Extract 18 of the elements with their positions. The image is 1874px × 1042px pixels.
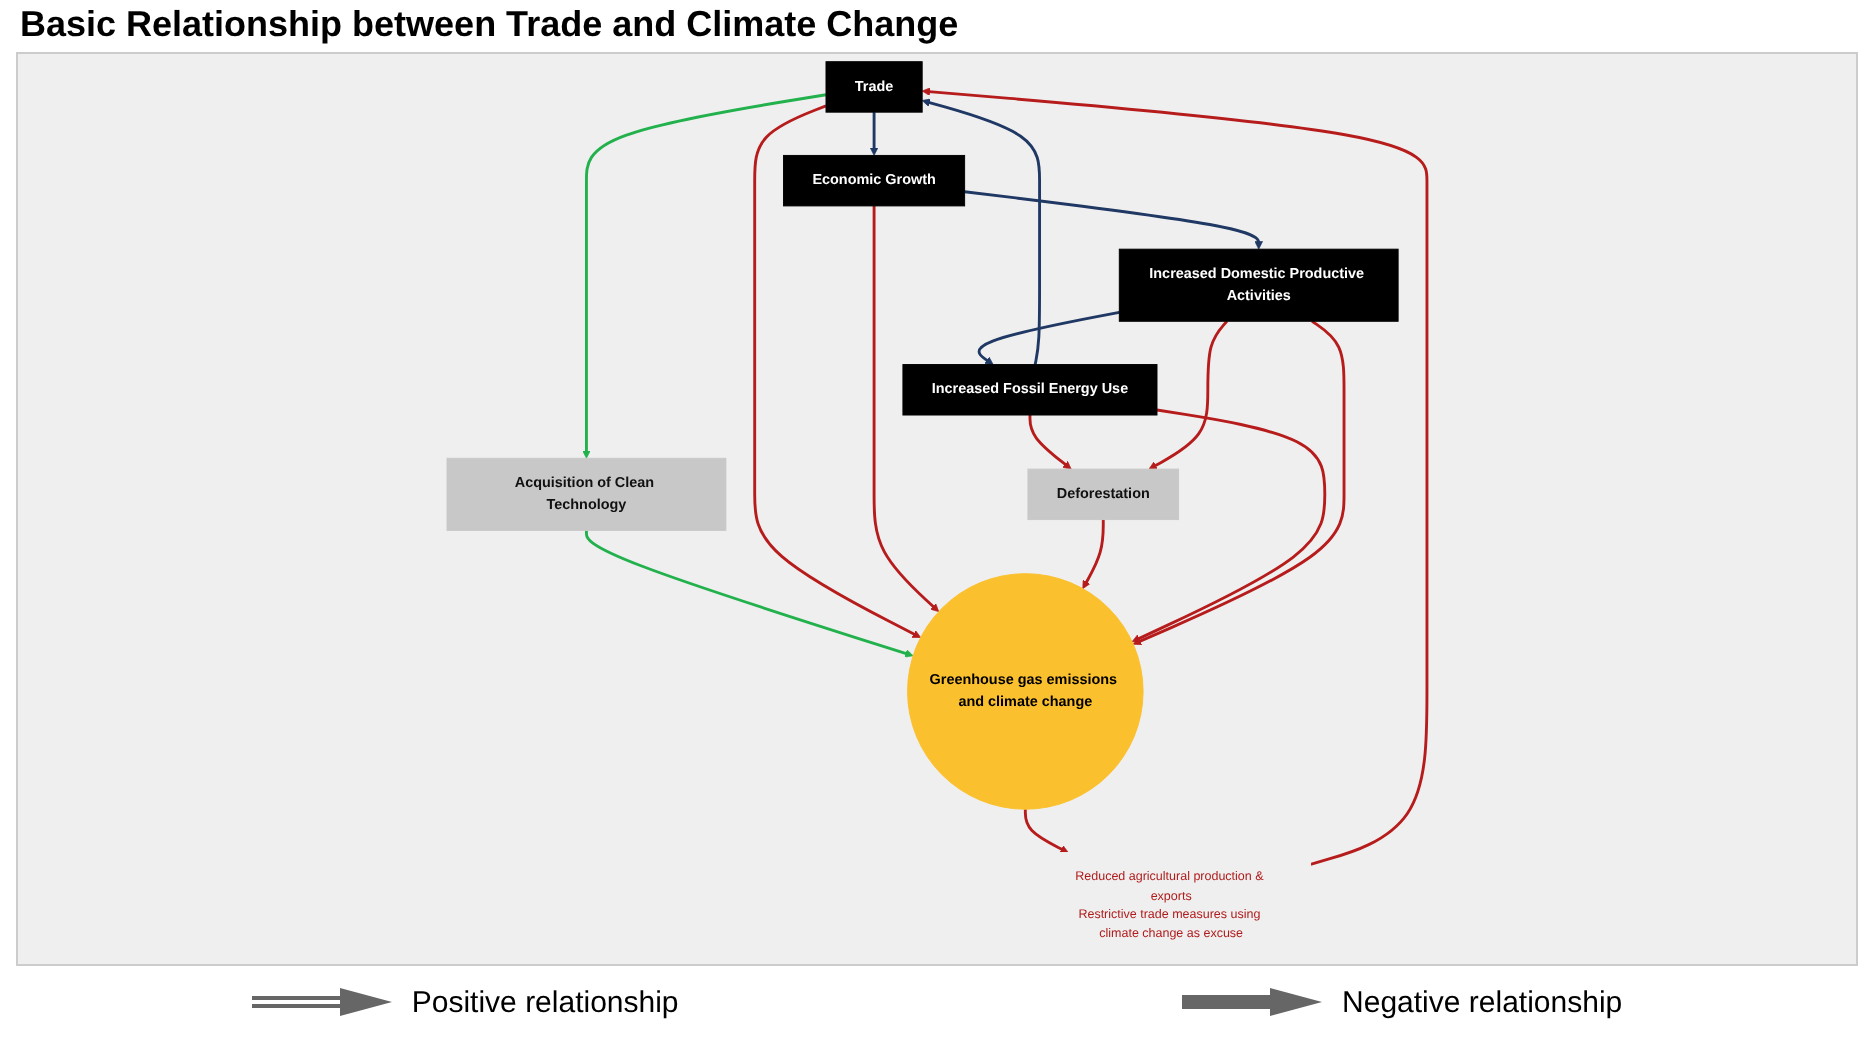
- arrow: [1131, 408, 1327, 643]
- arrow: [869, 112, 879, 156]
- legend-label: Negative relationship: [1342, 985, 1623, 1019]
- arrow: [921, 87, 1429, 866]
- arrow: [585, 530, 914, 658]
- arrow: [872, 205, 940, 612]
- arrow: [964, 190, 1263, 250]
- arrow: [1023, 809, 1069, 853]
- arrow: [582, 93, 827, 459]
- arrow: [977, 310, 1120, 365]
- arrow: [921, 98, 1041, 365]
- arrow: [1132, 320, 1346, 646]
- legend-label: Positive relationship: [411, 985, 679, 1019]
- arrow: [1148, 320, 1228, 470]
- arrow: [1082, 519, 1105, 589]
- arrow: [753, 104, 921, 638]
- diagram-title: Basic Relationship between Trade and Climate Change: [18, 2, 961, 48]
- arrow: [1028, 415, 1072, 470]
